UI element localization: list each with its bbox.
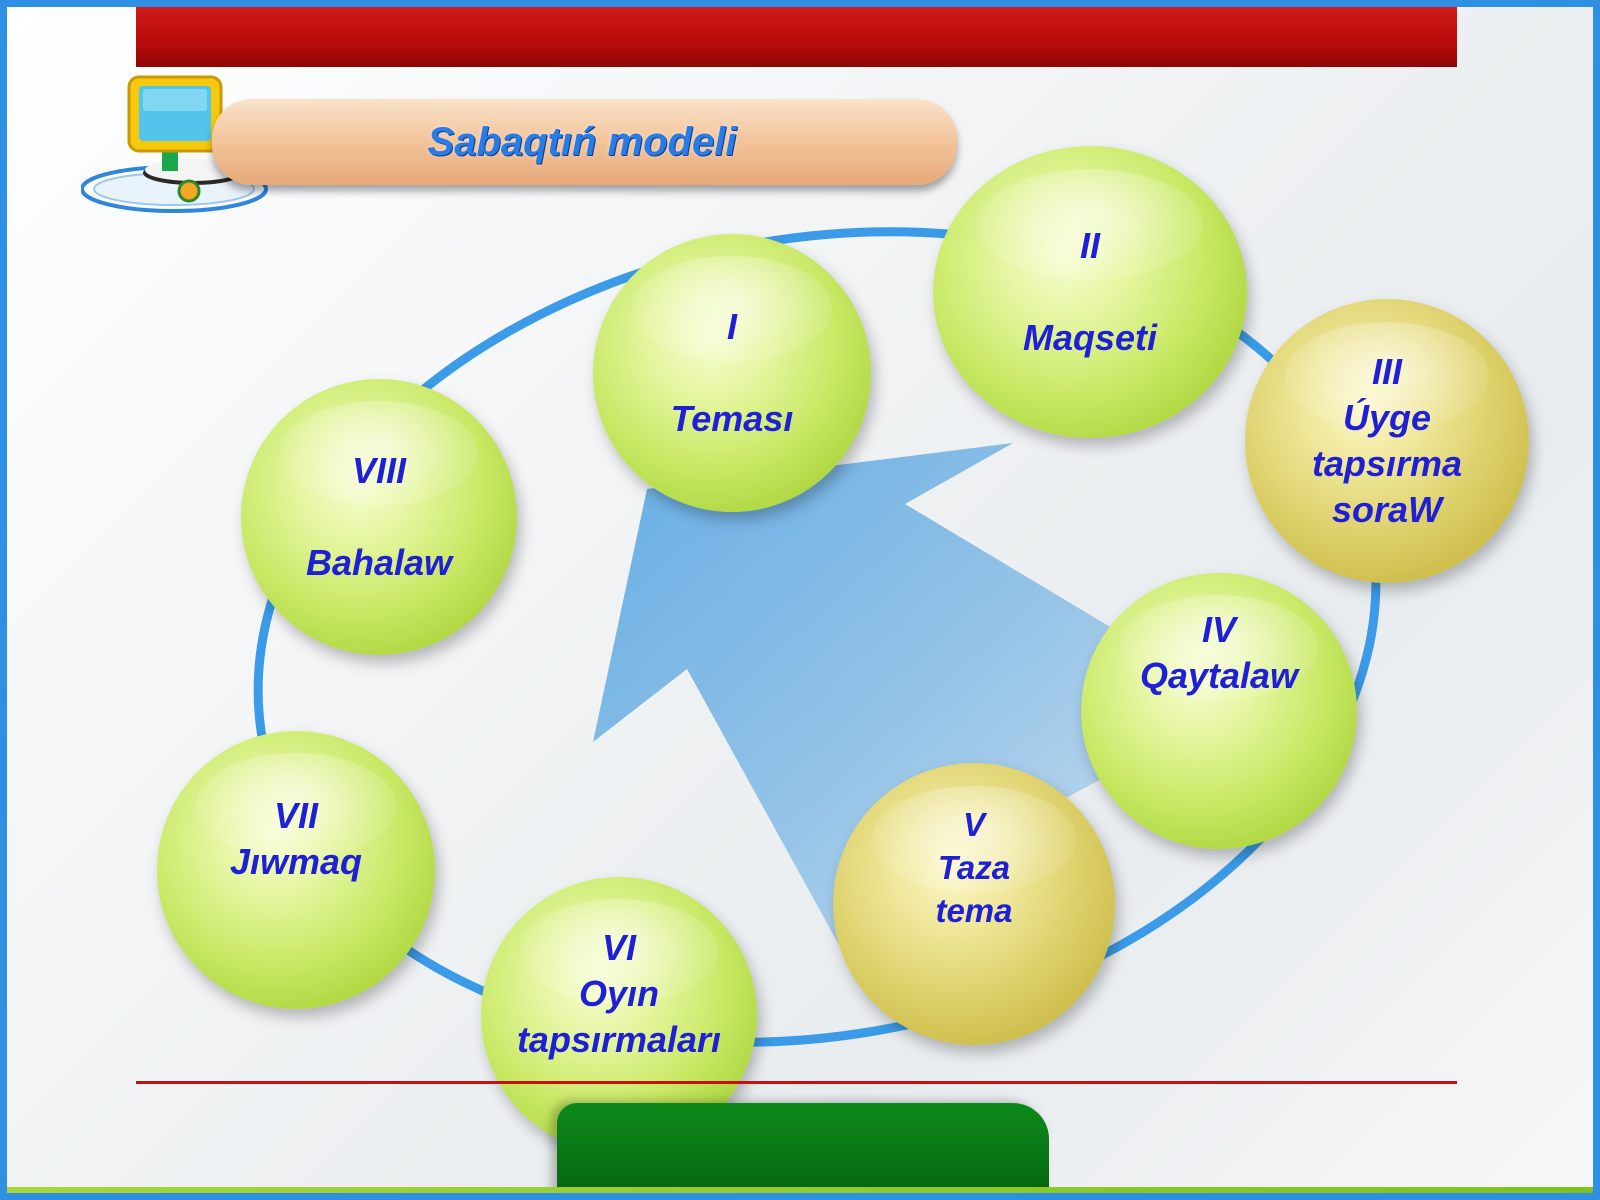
node-numeral: I [726, 306, 737, 347]
node-ii: II Maqseti [933, 146, 1247, 438]
node-numeral: II [1079, 225, 1100, 266]
node-numeral: VII [273, 795, 318, 836]
node-label: Maqseti [1022, 317, 1158, 358]
node-iv: IV Qaytalaw [1081, 573, 1357, 849]
node-numeral: VI [601, 927, 636, 968]
node-label: Úyge tapsırma soraW [1282, 395, 1492, 533]
node-label-line: tema [935, 892, 1013, 929]
node-i: I Teması [593, 234, 871, 512]
node-numeral: IV [1201, 609, 1236, 650]
title-banner: Sabaqtıń modeli [212, 99, 957, 185]
node-label: Taza tema [914, 846, 1034, 932]
node-v: V Taza tema [833, 763, 1115, 1045]
node-label-line: Úyge [1342, 397, 1432, 438]
node-label: Teması [670, 398, 794, 439]
bottom-red-line [136, 1081, 1457, 1084]
node-label: Qaytalaw [1139, 655, 1299, 696]
node-label-line: Taza [937, 849, 1011, 886]
bottom-strip [7, 1187, 1593, 1193]
node-label: Jıwmaq [229, 841, 363, 882]
node-label: Bahalaw [305, 542, 453, 583]
node-label-line: Oyın [578, 973, 659, 1014]
node-numeral: VIII [351, 450, 407, 491]
node-numeral: V [962, 806, 985, 843]
node-vii: VII Jıwmaq [157, 731, 435, 1009]
node-viii: VIII Bahalaw [241, 379, 517, 655]
page-title: Sabaqtıń modeli [427, 120, 737, 164]
node-numeral: III [1371, 351, 1402, 392]
slide: Sabaqtıń modeli I Teması II Maqseti III … [7, 7, 1593, 1193]
node-iii: III Úyge tapsırma soraW [1245, 299, 1529, 583]
bottom-green-tab [557, 1103, 1049, 1193]
node-label: Oyın tapsırmaları [517, 971, 721, 1063]
node-label-line: tapsırma [1311, 443, 1463, 484]
top-red-bar [136, 7, 1457, 67]
node-label-line: soraW [1331, 489, 1443, 530]
node-label-line: tapsırmaları [516, 1019, 722, 1060]
